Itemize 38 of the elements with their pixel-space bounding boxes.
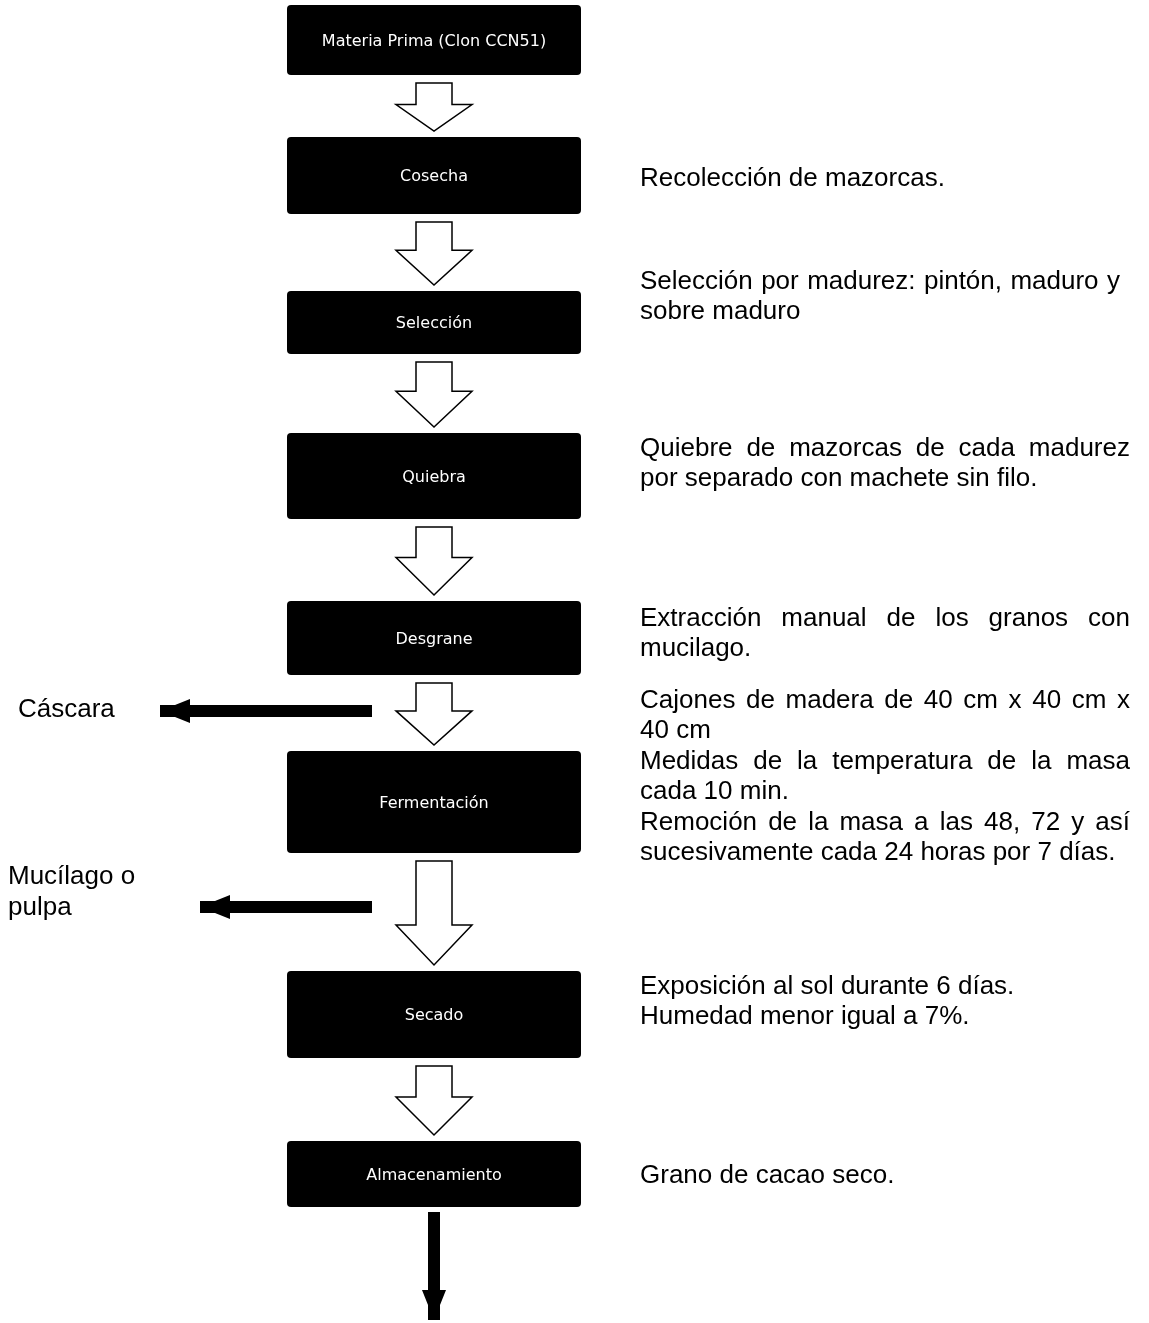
step-label: Cosecha: [400, 166, 468, 185]
step-description: Quiebre de mazorcas de cada madurez por separado con machete sin filo.: [640, 432, 1130, 493]
step-description: Humedad menor igual a 7%.: [640, 1000, 971, 1031]
block-arrow: [394, 1065, 474, 1137]
process-box: [287, 5, 581, 75]
step-label: Secado: [404, 1005, 464, 1024]
process-box: [287, 1141, 581, 1207]
process-box: [287, 137, 581, 214]
output-label: Cáscara: [18, 693, 148, 725]
arrow: [200, 895, 372, 919]
step-description: Exposición al sol durante 6 días.: [640, 970, 1016, 1001]
step-description: Recolección de mazorcas.: [640, 161, 946, 193]
step-label: Desgrane: [395, 628, 473, 648]
process-box: [287, 291, 581, 354]
step-label: Fermentación: [379, 792, 489, 812]
block-arrow: [393, 82, 475, 132]
arrow: [422, 1212, 446, 1320]
step-label: Quiebra: [402, 466, 466, 486]
block-arrow: [394, 682, 474, 746]
step-label: Materia Prima (Clon CCN51): [321, 30, 547, 50]
block-arrow: [394, 860, 474, 967]
step-description: Selección por madurez: pintón, maduro y sobre maduro: [640, 265, 1120, 326]
process-box: [287, 433, 581, 519]
step-description: Grano de cacao seco.: [640, 1158, 896, 1190]
output-label: Mucílago o pulpa: [8, 860, 188, 923]
process-box: [287, 601, 581, 675]
step-description: Cajones de madera de 40 cm x 40 cm x 40 cm: [640, 684, 1130, 745]
step-description: Extracción manual de los granos con mucilago.: [640, 602, 1130, 663]
step-description: Remoción de la masa a las 48, 72 y así sucesivamente cada 24 horas por 7 días.: [640, 805, 1130, 867]
step-description: Medidas de la temperatura de la masa cada 10 min.: [640, 744, 1130, 806]
step-label: Selección: [395, 313, 473, 332]
block-arrow: [394, 526, 474, 597]
step-label: Almacenamiento: [366, 1164, 502, 1184]
block-arrow: [394, 361, 474, 429]
process-box: [287, 751, 581, 853]
arrow: [160, 699, 372, 723]
block-arrow: [394, 221, 474, 286]
process-box: [287, 971, 581, 1058]
